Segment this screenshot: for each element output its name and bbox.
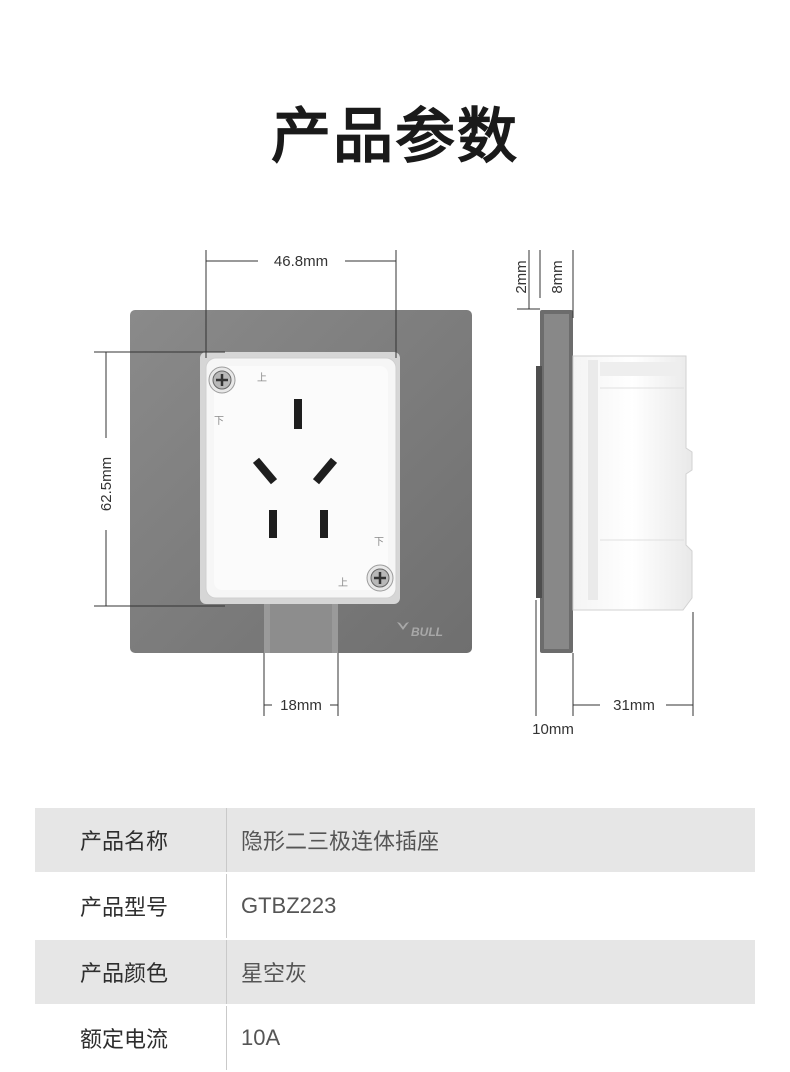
product-dimension-diagram: 上 下 下 上 BULL 46.8mm 62.5mm 18 [94,250,694,738]
spec-row-model: 产品型号 GTBZ223 [35,874,755,938]
spec-label: 产品名称 [35,808,227,872]
dim-height-left: 62.5mm [98,457,115,511]
dim-side-2mm: 2mm [513,260,530,293]
mark-down-top: 下 [214,416,224,427]
mark-up-bottom: 上 [338,577,348,589]
slot-2pin-right [320,510,328,538]
front-dimension-lines [94,250,397,716]
dim-width-top: 46.8mm [274,253,328,270]
spec-label: 产品颜色 [35,940,227,1004]
mark-up-top: 上 [257,372,267,384]
bull-logo: BULL [397,622,443,639]
spec-label: 产品型号 [35,874,227,938]
spec-row-color: 产品颜色 星空灰 [35,940,755,1004]
screw-top-left [208,366,236,394]
screw-bottom-right [366,564,394,592]
spec-row-current: 额定电流 10A [35,1006,755,1070]
spec-value: 星空灰 [241,961,308,986]
dim-side-10mm: 10mm [532,721,574,738]
dim-bottom-width: 18mm [280,697,322,714]
front-view: 上 下 下 上 BULL [130,310,472,653]
mark-down-bottom: 下 [374,537,384,548]
slot-right-angled [312,457,338,485]
side-dimension-lines [517,250,694,716]
side-view [536,310,693,653]
spec-value: GTBZ223 [241,893,337,918]
dim-depth-31mm: 31mm [613,697,655,714]
spec-row-name: 产品名称 隐形二三极连体插座 [35,808,755,872]
dim-side-8mm: 8mm [549,260,566,293]
page-title: 产品参数 [271,102,519,172]
spec-value: 隐形二三极连体插座 [241,829,440,854]
slot-earth [294,399,302,429]
spec-label: 额定电流 [35,1006,227,1070]
slot-left-angled [252,457,278,485]
spec-table: 产品名称 隐形二三极连体插座 产品型号 GTBZ223 产品颜色 星空灰 额定电… [35,808,755,1072]
spec-value: 10A [241,1025,281,1050]
brand-text: BULL [411,625,443,639]
slot-2pin-left [269,510,277,538]
back-box [572,355,693,611]
